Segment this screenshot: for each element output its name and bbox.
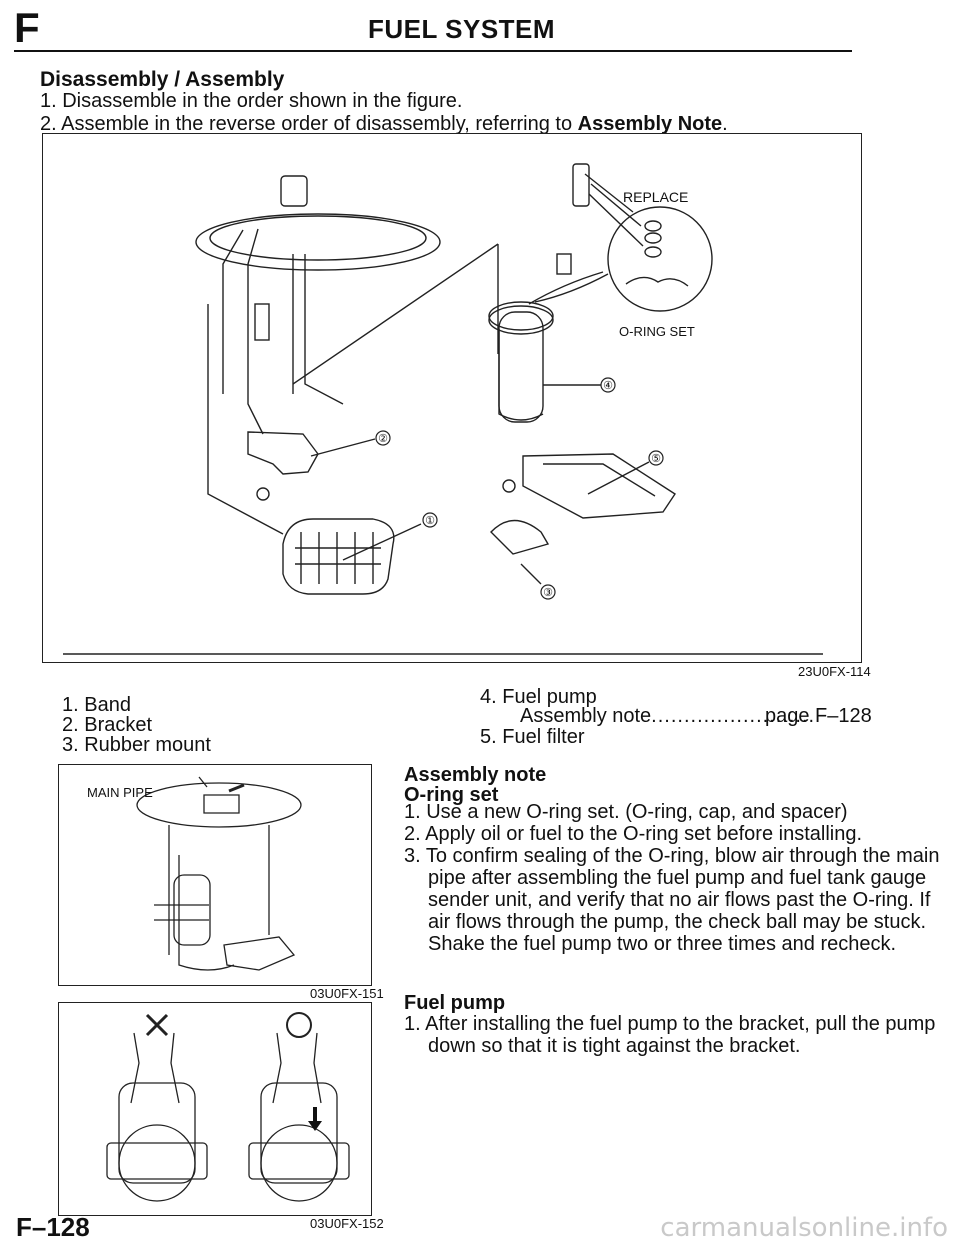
connector: [280, 175, 308, 207]
callout-3-label: ③: [543, 587, 553, 599]
page-number: F–128: [16, 1212, 90, 1242]
main-pipe-figure-code: 03U0FX-151: [310, 986, 384, 1001]
exploded-view-diagram: ① ② ③ ④ ⑤ REPLACE O-RING SET: [63, 163, 823, 655]
assembly-note-reference: Assembly Note: [577, 113, 723, 135]
o-ring-set-label: O-RING SET: [619, 324, 695, 339]
callout-2-label: ②: [378, 433, 388, 445]
fuel-pump-title: Fuel pump: [404, 992, 506, 1014]
part-1: 1. Band: [62, 694, 131, 716]
callout-3: [540, 584, 556, 600]
assembly-note-title: Assembly note: [404, 764, 547, 786]
section-letter: F: [14, 4, 40, 51]
part-4-note-dots: .........................: [651, 705, 816, 727]
part-4-note-label: Assembly note: [520, 705, 652, 727]
part-2: 2. Bracket: [62, 714, 153, 736]
bracket-shape: [247, 431, 319, 475]
callout-4: [600, 377, 616, 393]
header-divider: [14, 50, 852, 52]
rubber-mount-shape: [490, 519, 550, 555]
callout-5-label: ⑤: [651, 453, 661, 465]
main-pipe-diagram: MAIN PIPE: [87, 776, 302, 971]
main-figure: ① ② ③ ④ ⑤ REPLACE O-RING SET: [42, 133, 862, 663]
pump-position-figure-code: 03U0FX-152: [310, 1216, 384, 1231]
replace-label: REPLACE: [623, 189, 688, 205]
watermark: carmanualsonline.info: [660, 1213, 948, 1243]
callout-5: [648, 450, 664, 466]
circle-mark-icon: [286, 1012, 312, 1038]
fuel-pump-line-2: down so that it is tight against the bra…: [428, 1035, 801, 1057]
section-title: Disassembly / Assembly: [40, 68, 285, 91]
step-1: 1. Disassemble in the order shown in the…: [40, 90, 463, 112]
note-line-3-cont-1: pipe after assembling the fuel pump and …: [428, 867, 927, 889]
part-4-page-ref: page F–128: [765, 705, 872, 727]
part-4: 4. Fuel pump: [480, 686, 597, 708]
x-mark-icon: [145, 1013, 169, 1037]
note-line-3-cont-3: air flows through the pump, the check ba…: [428, 911, 927, 933]
note-line-3-cont-4: Shake the fuel pump two or three times a…: [428, 933, 897, 955]
callout-1: [422, 512, 438, 528]
main-pipe-figure: MAIN PIPE: [58, 764, 372, 986]
note-line-3-cont-2: sender unit, and verify that no air flow…: [428, 889, 931, 911]
pump-position-figure: [58, 1002, 372, 1216]
note-line-1: 1. Use a new O-ring set. (O-ring, cap, a…: [404, 801, 848, 823]
note-line-2: 2. Apply oil or fuel to the O-ring set b…: [404, 823, 863, 845]
part-5: 5. Fuel filter: [480, 726, 585, 748]
part-3: 3. Rubber mount: [62, 734, 211, 756]
part-4-note: Assembly note.........................: [520, 705, 815, 728]
main-figure-code: 23U0FX-114: [798, 664, 871, 679]
bracket-slot: [254, 303, 270, 341]
callout-4-label: ④: [603, 380, 613, 392]
step-2-period: .: [722, 113, 728, 135]
pump-position-diagram: [106, 1012, 350, 1202]
main-pipe-label: MAIN PIPE: [87, 785, 153, 800]
sender-plate: [195, 213, 441, 271]
note-line-3: 3. To confirm sealing of the O-ring, blo…: [404, 845, 940, 867]
page-title: FUEL SYSTEM: [368, 14, 556, 44]
callout-2: [375, 430, 391, 446]
o-ring-set-subtitle: O-ring set: [404, 784, 499, 806]
pump-connector: [556, 253, 572, 275]
o-ring-detail: [607, 206, 713, 312]
step-2-text: 2. Assemble in the reverse order of disa…: [40, 113, 578, 135]
fuel-filter-shape: [522, 453, 676, 519]
band-shape: [282, 518, 395, 595]
oil-can-icon: [572, 163, 590, 207]
step-2: 2. Assemble in the reverse order of disa…: [40, 113, 728, 136]
down-arrow-icon: [308, 1107, 322, 1131]
fuel-pump-line-1: 1. After installing the fuel pump to the…: [404, 1013, 936, 1035]
callout-1-label: ①: [425, 515, 435, 527]
